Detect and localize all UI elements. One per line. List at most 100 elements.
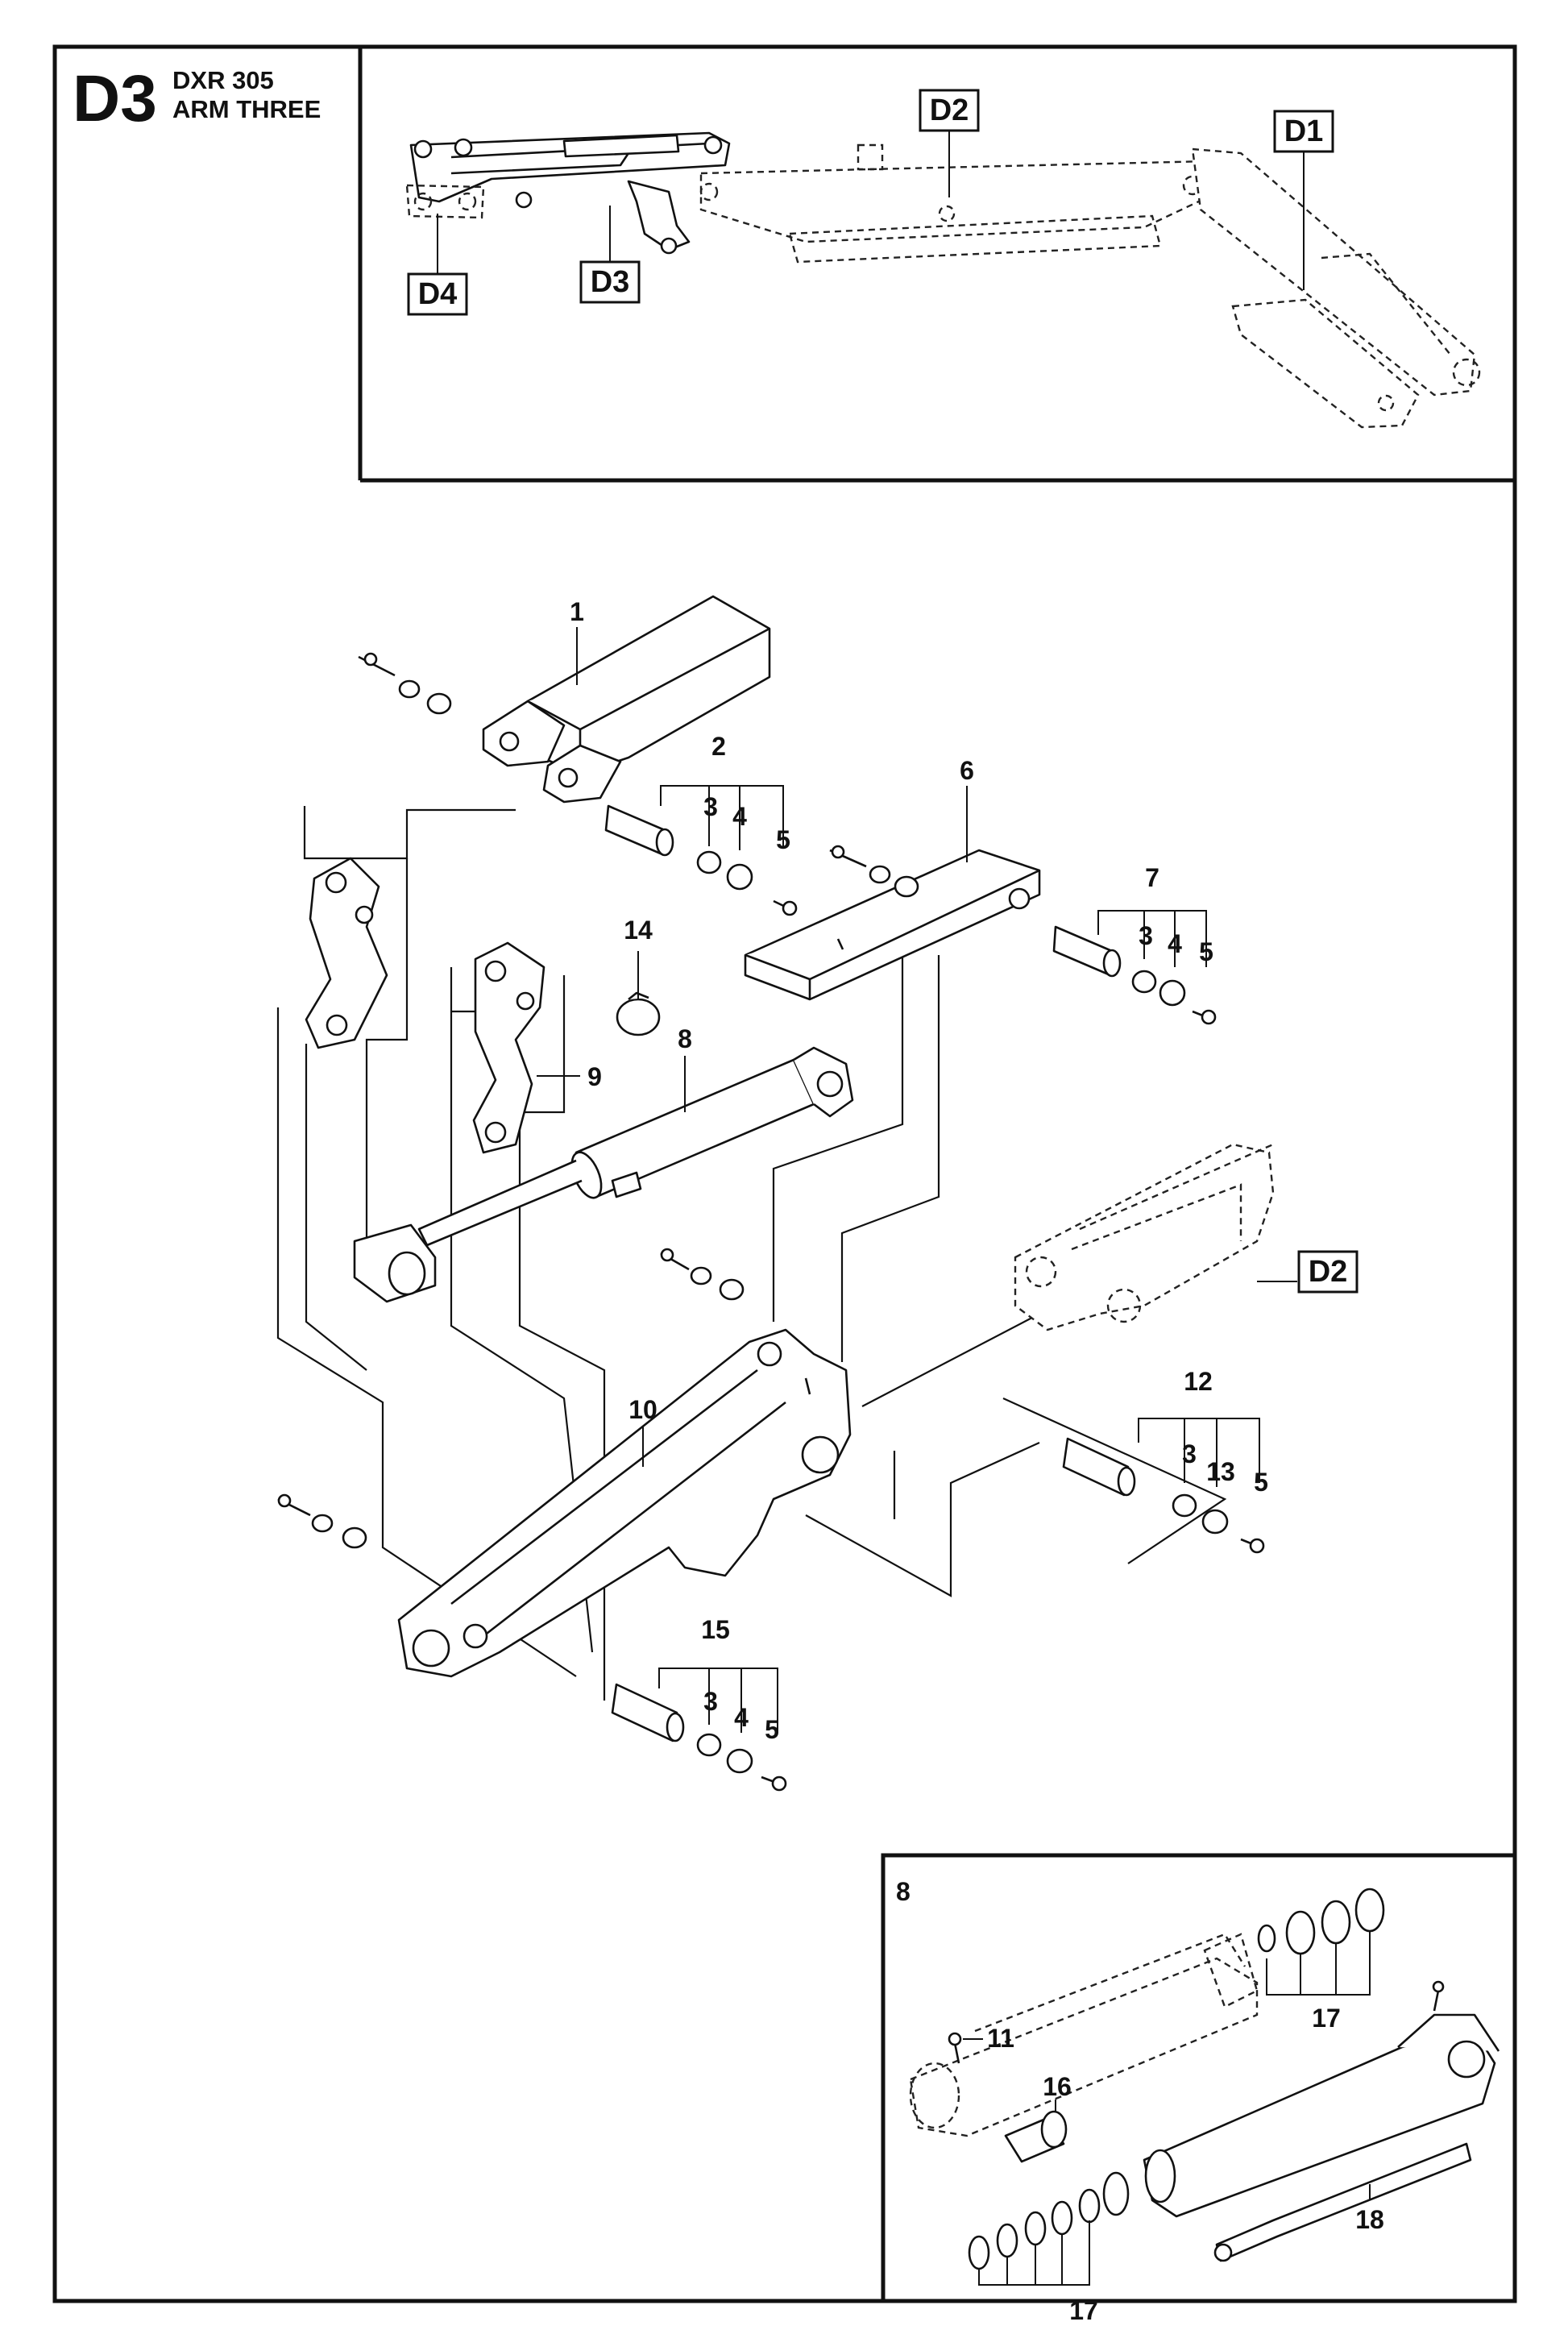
part-1-lug-hole-1 [499, 731, 520, 752]
detail-callout-11: 11 [987, 2024, 1014, 2053]
overview-d1-link-pin [1377, 394, 1395, 412]
part-1-lug-hole-2 [558, 767, 579, 788]
part-8-cylinder-body [575, 1058, 815, 1198]
ref-arm-d2-hole-2 [1106, 1288, 1142, 1323]
overview-tag-d3: D3 [579, 206, 641, 304]
bolt-head-group-7 [1201, 1009, 1217, 1025]
overview-pivot-4 [515, 191, 533, 209]
overview-d4-pin-2 [458, 192, 477, 211]
callout-3-c: 3 [1182, 1439, 1197, 1468]
detail-barrel-head [1397, 2013, 1500, 2052]
section-title: ARM THREE [172, 95, 321, 123]
detail-inset-title: 8 [896, 1877, 911, 1906]
part-10-hole-2 [801, 1435, 840, 1474]
part-8-rod [417, 1159, 583, 1247]
washer-bottom-left-1 [311, 1514, 334, 1533]
bolt-head-group-2 [782, 900, 798, 916]
callout-4-b: 4 [1168, 929, 1182, 958]
callout-4-a: 4 [732, 802, 747, 831]
part-10-hole-1 [757, 1341, 782, 1367]
detail-seal-upper-1 [1257, 1924, 1276, 1953]
overview-tag-d4: D4 [407, 214, 468, 316]
part-6-hole [1008, 887, 1031, 910]
detail-nipple-11-head [948, 2032, 962, 2046]
callout-3-d: 3 [703, 1687, 718, 1716]
bolt-head-group-12 [1249, 1538, 1265, 1554]
pin-group-15-end [666, 1712, 685, 1742]
overview-bracket [627, 180, 691, 251]
part-10-arm-edge-1 [450, 1369, 758, 1605]
part-10-arm-edge-2 [483, 1401, 786, 1638]
leader-group-7 [1097, 910, 1207, 967]
detail-callout-16: 16 [1043, 2072, 1072, 2101]
part-9-plate-right [472, 941, 545, 1154]
guide-line-1 [303, 806, 516, 860]
detail-barrel-end [1144, 2149, 1176, 2203]
guide-line-6 [365, 858, 409, 1241]
guide-line-11 [861, 1309, 1048, 1407]
detail-nipple-11 [953, 2042, 960, 2064]
section-code: D3 [73, 62, 157, 135]
leader-group-12 [1138, 1418, 1260, 1487]
washer-part-6-2 [894, 875, 919, 898]
washer-group-15 [726, 1748, 753, 1774]
washer-group-12 [1201, 1509, 1229, 1535]
detail-inset: 8 [896, 1877, 1500, 2325]
part-14-clamp [616, 998, 661, 1036]
washer-middle-2 [719, 1278, 745, 1301]
washer-group-7 [1159, 979, 1186, 1007]
part-9-left-hole-2 [355, 905, 374, 924]
part-10-hole-3 [412, 1629, 450, 1668]
detail-seal-lower-5 [1078, 2188, 1101, 2224]
detail-piston-16-face [1040, 2110, 1068, 2149]
overview-d2-underside [788, 214, 1162, 264]
washer-group-2 [726, 863, 753, 891]
part-9-left-hole-3 [326, 1014, 348, 1036]
pin-group-7-end [1102, 949, 1122, 978]
detail-seal-lower-6 [1102, 2171, 1130, 2216]
ref-arm-d2-edge [1079, 1143, 1274, 1231]
overview-boom-d1 [1191, 147, 1476, 397]
bolt-head-group-15 [771, 1776, 787, 1792]
guide-line-12 [805, 1441, 1040, 1597]
ref-tag-d2: D2 [1309, 1255, 1348, 1289]
overview-pivot-5 [660, 237, 678, 255]
detail-inset-frame [881, 1853, 1517, 2303]
part-10-slot [804, 1377, 811, 1395]
overview-tag-d1-label: D1 [1284, 114, 1324, 148]
callout-5-d: 5 [765, 1715, 779, 1744]
title-block: D3 DXR 305 ARM THREE [73, 62, 321, 135]
callout-3-a: 3 [703, 792, 718, 821]
callout-5-a: 5 [776, 825, 790, 854]
overview-d1-cylinder [1321, 252, 1451, 355]
pin-group-12-end [1117, 1466, 1136, 1497]
detail-seal-lower-4 [1051, 2200, 1073, 2236]
ref-tag-d2-box [1297, 1250, 1359, 1294]
overview-arm-edge-2 [450, 152, 630, 175]
detail-cylinder-dashed [909, 1957, 1259, 2137]
ref-arm-d2-edge-2 [1071, 1183, 1242, 1251]
overview-tag-d4-label: D4 [418, 277, 458, 311]
washer-top-left-1 [398, 679, 421, 699]
part-10-hole-4 [463, 1623, 488, 1649]
overview-tag-d1: D1 [1273, 110, 1334, 290]
part-9-left-hole-1 [325, 871, 347, 894]
guide-line-3 [305, 1044, 367, 1371]
part-8-head-eye [816, 1070, 844, 1098]
overview-cylinder [562, 134, 680, 158]
overview-arm-d2 [699, 160, 1235, 243]
overview-d4-pin [413, 192, 433, 211]
ring-group-2 [696, 850, 722, 874]
callout-7: 7 [1145, 863, 1159, 892]
outer-frame [52, 44, 1517, 2303]
washer-middle-1 [690, 1266, 712, 1285]
ring-group-7 [1131, 970, 1157, 994]
callout-12: 12 [1184, 1367, 1213, 1396]
callout-13: 13 [1206, 1457, 1235, 1486]
overview-tag-d2: D2 [919, 89, 980, 197]
bolt-head-middle [660, 1248, 674, 1262]
overview-pivot-1 [413, 139, 433, 159]
overview-d2-pin-2 [938, 205, 956, 222]
callout-10: 10 [628, 1395, 657, 1424]
